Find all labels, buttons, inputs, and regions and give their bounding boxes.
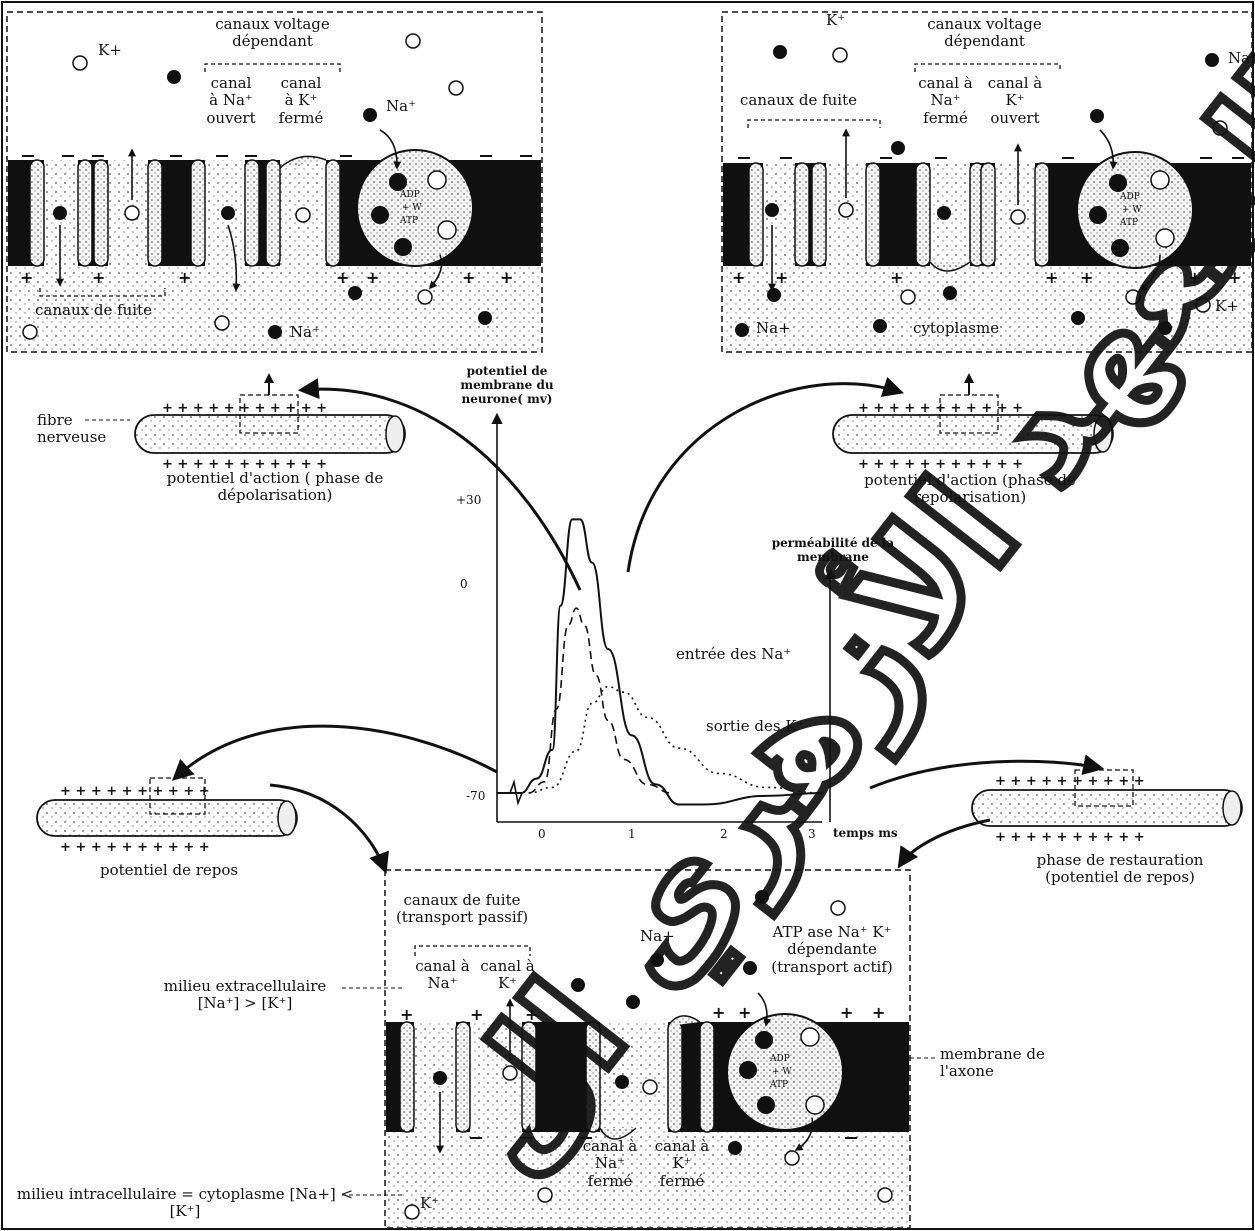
svg-text:+: + xyxy=(462,268,475,287)
series-line-1 xyxy=(529,608,672,793)
svg-text:+: + xyxy=(92,268,105,287)
tl-na-bottom: Na⁺ xyxy=(290,324,320,341)
legend-k: sortie des K⁺ xyxy=(706,718,804,735)
repolarisation-label: potentiel d'action (phase de repolarisat… xyxy=(855,472,1085,507)
b-canal-na: canal à Na⁺ xyxy=(415,958,470,993)
b-k: K⁺ xyxy=(420,1195,439,1212)
svg-text:+: + xyxy=(840,1003,853,1022)
b-membrane: membrane de l'axone xyxy=(940,1046,1060,1081)
svg-text:+ + + + + + + + + +: + + + + + + + + + + xyxy=(995,830,1145,845)
ytick-0: 0 xyxy=(460,578,468,592)
pump-b-adp: ADP xyxy=(770,1054,790,1064)
b-intracellulaire: milieu intracellulaire = cytoplasme [Na+… xyxy=(15,1186,355,1221)
ytick-30: +30 xyxy=(456,494,481,508)
b-canal-k: canal à K⁺ xyxy=(480,958,535,993)
b-canal-na-ferme: canal à Na⁺ fermé xyxy=(580,1138,640,1190)
xtick-3: 3 xyxy=(808,828,816,842)
pump-b-atp: ATP xyxy=(770,1080,788,1090)
b-na: Na+ xyxy=(640,928,675,945)
svg-text:+: + xyxy=(366,268,379,287)
tl-na-top: Na⁺ xyxy=(386,98,416,115)
repos-label: potentiel de repos xyxy=(100,862,238,879)
svg-text:+ + + + + + + + + + +: + + + + + + + + + + + xyxy=(162,401,327,416)
tr-canal-k: canal à K⁺ ouvert xyxy=(985,75,1045,127)
ytick-70: -70 xyxy=(466,790,485,804)
xtick-0: 0 xyxy=(538,828,546,842)
chart-y2label: perméabilité de la membrane xyxy=(768,537,898,565)
depolarisation-label: potentiel d'action ( phase de dépolarisa… xyxy=(150,470,400,505)
tr-na-bottom: Na+ xyxy=(756,320,791,337)
b-extracellulaire: milieu extracellulaire [Na⁺] > [K⁺] xyxy=(145,978,345,1013)
svg-text:+: + xyxy=(872,1003,885,1022)
svg-text:+: + xyxy=(400,1005,413,1024)
fibre-label: fibre nerveuse xyxy=(37,412,117,447)
chart-ylabel: potentiel de membrane du neurone( mv) xyxy=(452,365,562,406)
svg-text:+: + xyxy=(336,268,349,287)
pump-tr-atp: ATP xyxy=(1120,218,1138,228)
pump-b-w: + W xyxy=(772,1067,792,1077)
legend-na: entrée des Na⁺ xyxy=(676,646,791,663)
pump-tl-w: + W xyxy=(402,203,422,213)
svg-text:+: + xyxy=(500,268,513,287)
pump-tl-adp: ADP xyxy=(400,190,420,200)
tl-fuite: canaux de fuite xyxy=(35,302,152,319)
b-fuite: canaux de fuite (transport passif) xyxy=(392,892,532,927)
tr-na-right: Na⁺ xyxy=(1228,50,1255,67)
svg-text:+: + xyxy=(20,268,33,287)
b-canal-k-ferme: canal à K⁺ fermé xyxy=(652,1138,712,1190)
svg-text:+ + + + + + + + + +: + + + + + + + + + + xyxy=(60,840,210,855)
tl-voltage-title: canaux voltage dépendant xyxy=(200,16,345,51)
svg-text:+: + xyxy=(712,1003,725,1022)
svg-text:+: + xyxy=(178,268,191,287)
pump-tr-w: + W xyxy=(1122,205,1142,215)
tl-canal-k: canal à K⁺ fermé xyxy=(275,75,327,127)
chart-xlabel: temps ms xyxy=(833,827,898,841)
tr-voltage-title: canaux voltage dépendant xyxy=(912,16,1057,51)
tr-cytoplasme: cytoplasme xyxy=(913,320,999,337)
tl-canal-na: canal à Na⁺ ouvert xyxy=(205,75,257,127)
tr-fuite: canaux de fuite xyxy=(740,92,857,109)
tr-k-bottom: K+ xyxy=(1215,298,1239,315)
tl-k-label: K+ xyxy=(98,42,122,59)
pump-tl-atp: ATP xyxy=(400,216,418,226)
tr-k-label: K⁺ xyxy=(826,12,845,29)
svg-text:+ + + + + + + + + +: + + + + + + + + + + xyxy=(60,784,210,799)
restauration-label: phase de restauration (potentiel de repo… xyxy=(1020,852,1220,887)
tr-canal-na: canal à Na⁺ fermé xyxy=(918,75,973,127)
b-atpase: ATP ase Na⁺ K⁺ dépendante (transport act… xyxy=(752,924,912,976)
xtick-2: 2 xyxy=(720,828,728,842)
svg-text:+: + xyxy=(775,268,788,287)
svg-text:+ + + + + + + + + +: + + + + + + + + + + xyxy=(995,774,1145,789)
svg-text:+: + xyxy=(738,1003,751,1022)
pump-tr-adp: ADP xyxy=(1120,192,1140,202)
svg-text:+: + xyxy=(732,268,745,287)
svg-text:+: + xyxy=(890,268,903,287)
xtick-1: 1 xyxy=(628,828,636,842)
